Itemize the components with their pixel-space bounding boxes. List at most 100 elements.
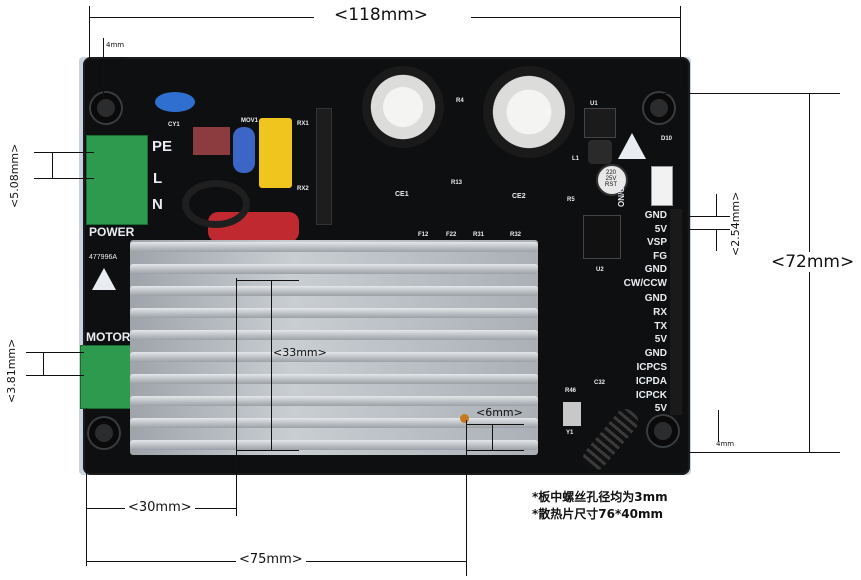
dim-motor-ext-2 bbox=[26, 375, 84, 376]
label-on-off: ON/OFF bbox=[617, 176, 626, 207]
white-connector bbox=[651, 166, 673, 206]
yellow-capacitor bbox=[259, 118, 292, 188]
dim-4mm-bottom-ext bbox=[718, 410, 719, 442]
heatsink bbox=[130, 240, 538, 455]
label-rx2: RX2 bbox=[297, 186, 309, 192]
dim-power-ext-2 bbox=[34, 178, 94, 179]
label-f12: F12 bbox=[418, 232, 429, 238]
pin-label: GND bbox=[644, 348, 667, 359]
label-r13: R13 bbox=[451, 180, 463, 186]
pin-label: 5V bbox=[654, 223, 667, 235]
dim-heatsink-ext-bottom bbox=[237, 450, 299, 451]
crystal-y1 bbox=[563, 402, 581, 426]
label-u1: U1 bbox=[590, 101, 598, 107]
label-l1: L1 bbox=[572, 156, 580, 162]
dim-height-total: <72mm> bbox=[769, 252, 857, 272]
dim-edge-offset-top: 4mm bbox=[106, 41, 125, 49]
black-inductor bbox=[182, 180, 250, 228]
dim-header-arrow-1 bbox=[716, 194, 717, 216]
dim-height-ext-top bbox=[664, 93, 840, 94]
label-serial: 477996A bbox=[89, 254, 118, 261]
dim-line-width-left bbox=[89, 17, 314, 18]
label-n: N bbox=[152, 196, 163, 213]
label-pe: PE bbox=[152, 138, 173, 155]
label-inductor-value: 220 25V RST bbox=[605, 170, 617, 188]
motor-terminal-block bbox=[80, 345, 138, 409]
dim-height-ext-bottom bbox=[664, 452, 840, 453]
dim-motor-ext-1 bbox=[26, 352, 84, 353]
note-screw-hole: *板中螺丝孔径均为3mm bbox=[532, 490, 668, 504]
dim-motor-arrow bbox=[43, 352, 44, 375]
ic-u1 bbox=[584, 108, 616, 138]
dim-gap-ext-top bbox=[466, 424, 524, 425]
label-r46: R46 bbox=[565, 388, 577, 394]
pin-label: 5V bbox=[654, 403, 667, 414]
dim-header-ext-1 bbox=[684, 216, 730, 217]
dim-heatsink-arrow bbox=[271, 280, 272, 450]
dim-header-pitch: <2.54mm> bbox=[729, 191, 742, 256]
dim-header-arrow-2 bbox=[716, 229, 717, 251]
dim-30-ext-left bbox=[86, 408, 87, 566]
mount-hole-top-right bbox=[644, 93, 674, 123]
note-heatsink-size: *散热片尺寸76*40mm bbox=[532, 507, 663, 521]
header-pin-strip bbox=[670, 209, 682, 415]
pin-label: ICPDA bbox=[635, 376, 667, 387]
pin-label: TX bbox=[654, 321, 667, 332]
label-rx1: RX1 bbox=[297, 121, 309, 127]
dim-height-line bbox=[809, 93, 810, 453]
heatsink-screw bbox=[460, 414, 469, 423]
dim-ext-right bbox=[680, 6, 681, 96]
label-power: POWER bbox=[89, 225, 135, 239]
electrolytic-small bbox=[596, 164, 628, 196]
dim-heatsink-inner: <33mm> bbox=[273, 346, 327, 359]
dim-width-total: <118mm> bbox=[334, 5, 429, 25]
regulator-u2 bbox=[583, 215, 621, 259]
dim-ext-left bbox=[89, 6, 90, 76]
blue-capacitor-cy1 bbox=[155, 92, 195, 112]
label-r5: R5 bbox=[567, 197, 575, 203]
dim-75-ext-right bbox=[466, 420, 467, 576]
capacitor-ce2 bbox=[483, 66, 575, 158]
dim-4mm-top-ext bbox=[103, 38, 104, 98]
label-y1: Y1 bbox=[566, 430, 574, 436]
warning-triangle-icon bbox=[618, 133, 646, 159]
mount-hole-bottom-right bbox=[648, 416, 678, 446]
capacitor-ce1 bbox=[362, 66, 444, 148]
pin-label: ICPCS bbox=[636, 362, 667, 373]
label-ce1: CE1 bbox=[395, 191, 409, 198]
label-l: L bbox=[153, 170, 163, 187]
varistor-mov1 bbox=[233, 127, 255, 173]
resistor-brown bbox=[193, 127, 230, 155]
dim-power-ext-1 bbox=[34, 152, 94, 153]
dim-heatsink-ext-top bbox=[237, 280, 299, 281]
dim-gap-ext-bottom bbox=[466, 450, 524, 451]
pin-label: VSP bbox=[646, 237, 667, 249]
pin-label: GND bbox=[644, 293, 667, 304]
dim-4mm-top-line bbox=[103, 57, 125, 58]
dim-header-ext-2 bbox=[684, 229, 730, 230]
label-u2: U2 bbox=[596, 267, 604, 273]
pin-header-vertical bbox=[316, 108, 332, 225]
dim-heatsink-gap: <6mm> bbox=[476, 406, 523, 419]
pin-label: GND bbox=[644, 210, 667, 221]
header-pin-labels: GND 5V VSP FG GND CW/CCW GND RX TX 5V GN… bbox=[600, 209, 667, 415]
dim-line-width-right bbox=[471, 17, 681, 18]
dim-power-arrow bbox=[52, 152, 53, 179]
label-ce2: CE2 bbox=[512, 193, 526, 200]
label-r32: R32 bbox=[510, 232, 522, 238]
dim-offset-30: <30mm> bbox=[125, 500, 195, 515]
pin-label: RX bbox=[653, 307, 667, 318]
esd-warning-icon bbox=[92, 268, 116, 290]
mount-hole-bottom-left bbox=[89, 418, 119, 448]
label-r4: R4 bbox=[456, 98, 464, 104]
dim-gap-arrow bbox=[492, 424, 493, 450]
label-c32: C32 bbox=[594, 380, 606, 386]
dim-motor-pitch: <3.81mm> bbox=[5, 338, 18, 403]
pin-label: 5V bbox=[654, 334, 667, 345]
pin-label: GND bbox=[644, 264, 667, 276]
label-r31: R31 bbox=[473, 232, 485, 238]
dim-30-ext-right bbox=[236, 278, 237, 516]
pin-label: CW/CCW bbox=[623, 278, 667, 289]
pin-label: FG bbox=[653, 250, 667, 262]
